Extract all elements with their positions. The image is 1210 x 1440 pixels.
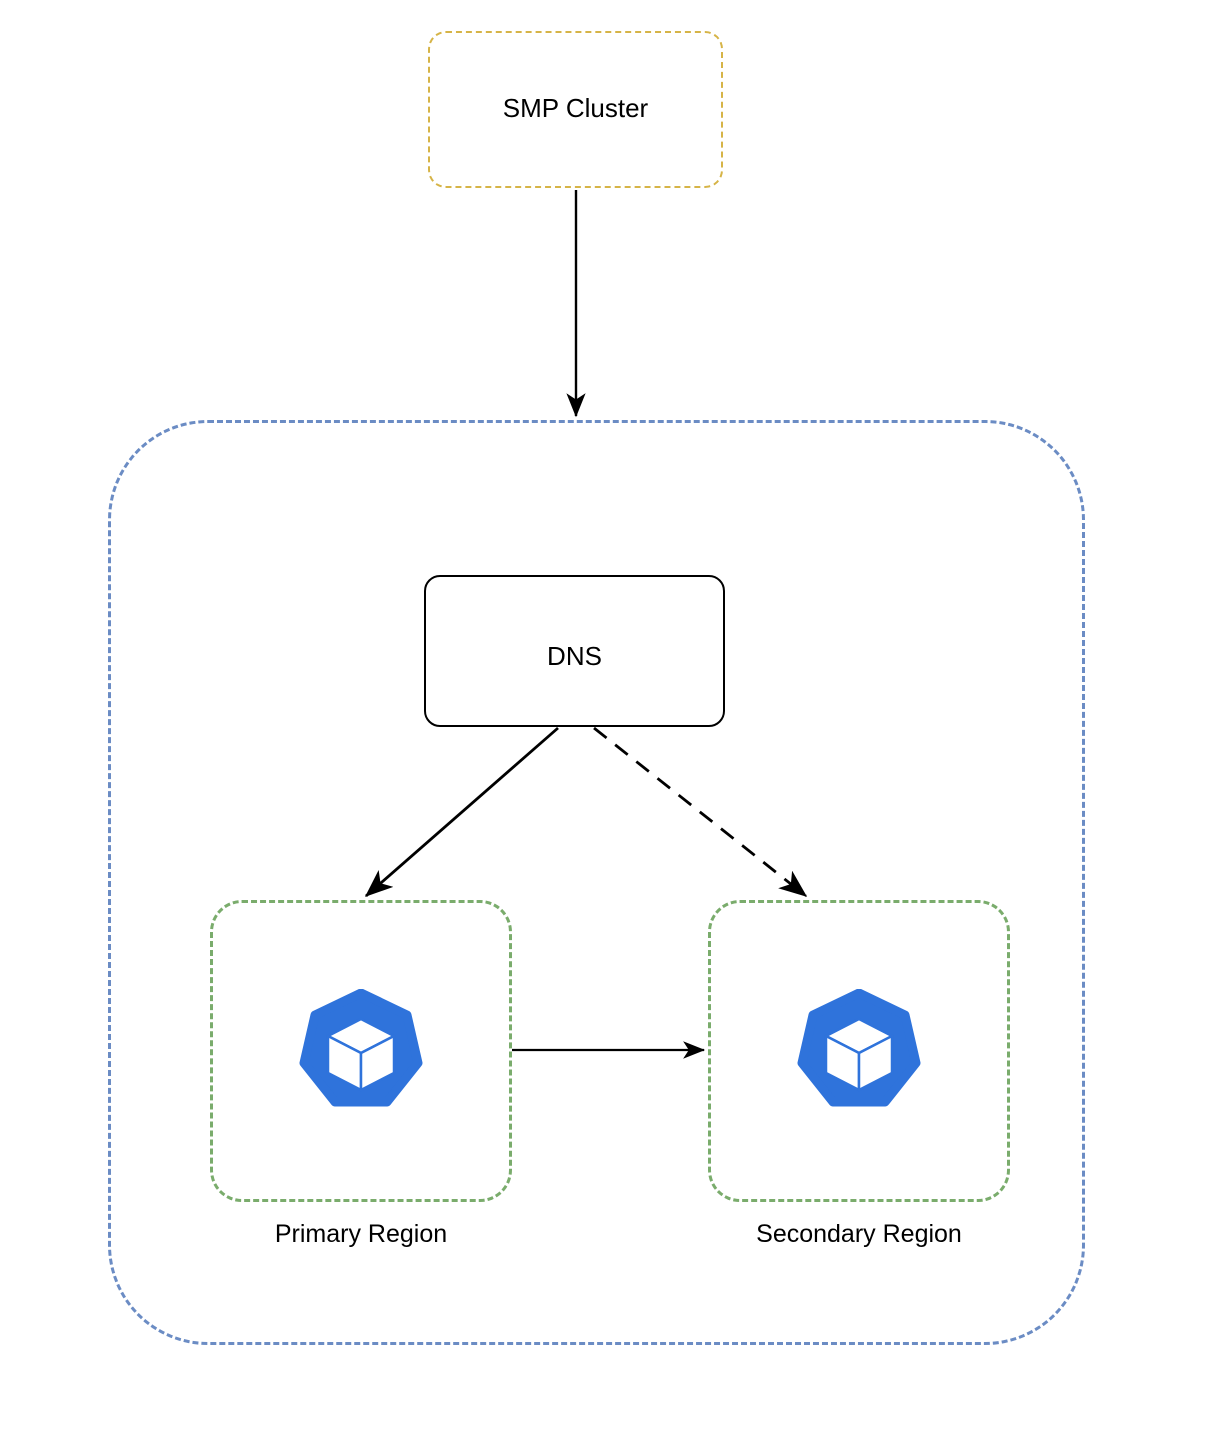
- node-global-container[interactable]: [108, 420, 1085, 1345]
- kubernetes-cube: [824, 1017, 894, 1092]
- kubernetes-cube: [326, 1017, 396, 1092]
- node-secondary-region-label: Secondary Region: [756, 1220, 962, 1248]
- node-dns-label: DNS: [547, 641, 602, 671]
- node-smp-cluster[interactable]: SMP Cluster: [428, 31, 723, 188]
- node-primary-region[interactable]: [210, 900, 512, 1202]
- kubernetes-icon: [797, 988, 921, 1113]
- node-primary-region-label: Primary Region: [274, 1220, 448, 1248]
- kubernetes-icon: [299, 988, 423, 1113]
- node-dns[interactable]: DNS: [424, 575, 725, 727]
- node-secondary-region[interactable]: [708, 900, 1010, 1202]
- node-smp-cluster-label: SMP Cluster: [502, 93, 649, 123]
